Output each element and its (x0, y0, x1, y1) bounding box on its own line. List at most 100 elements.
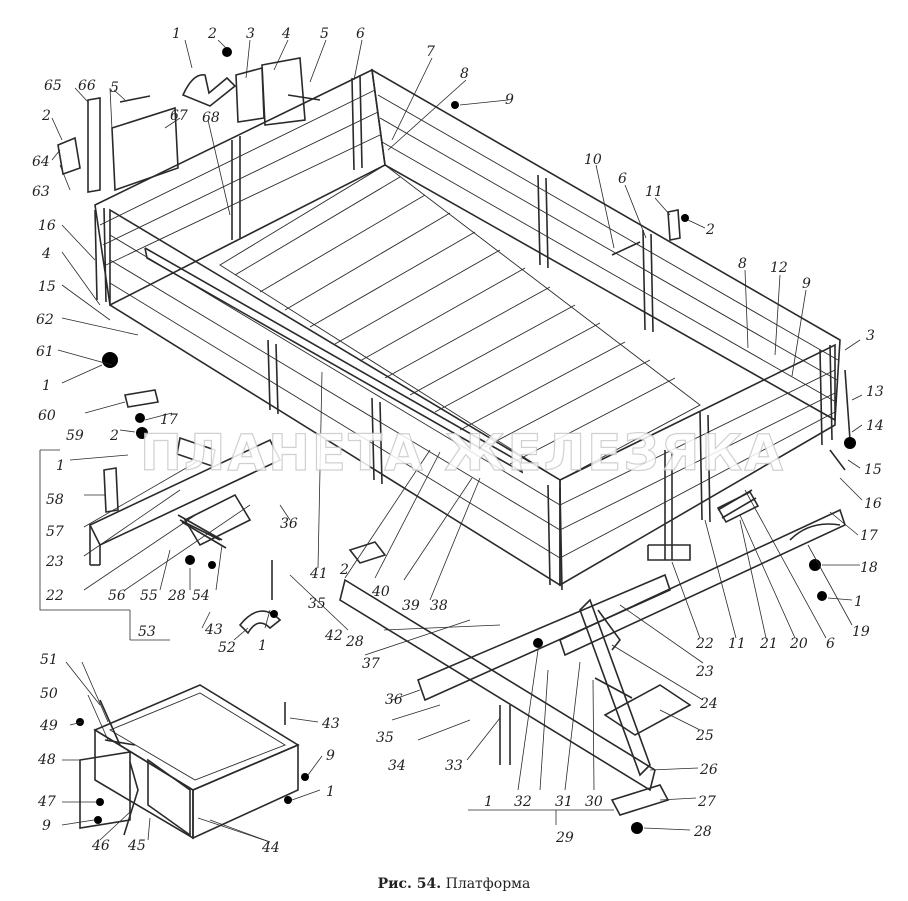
callout-54: 54 (192, 588, 210, 604)
floor-planks (234, 176, 676, 465)
right-side-board (370, 68, 841, 422)
nut-1 (102, 352, 118, 368)
callout-24: 24 (699, 696, 718, 712)
callout-9b: 9 (802, 276, 811, 292)
callout-1e: 1 (42, 378, 51, 394)
nut-1-right (817, 591, 827, 601)
callout-20: 20 (789, 636, 808, 652)
callout-42: 42 (324, 628, 343, 644)
callout-30: 30 (585, 794, 603, 810)
callout-32: 32 (514, 794, 532, 810)
callout-11b: 11 (728, 636, 746, 652)
watermark: ПЛАНЕТА ЖЕЛЕЗЯКА (140, 424, 785, 482)
callout-22b: 22 (695, 636, 714, 652)
support-plate-25 (603, 684, 692, 736)
callout-8b: 8 (738, 256, 747, 272)
cargo-body (94, 68, 841, 591)
callout-39: 39 (402, 598, 420, 614)
callout-1c: 1 (484, 794, 493, 810)
plate-40 (348, 541, 387, 564)
callout-25: 25 (695, 728, 714, 744)
callout-6b: 6 (618, 171, 627, 187)
pin-13 (844, 369, 851, 441)
callout-28c: 28 (693, 824, 712, 840)
beam-36-left (88, 438, 282, 547)
handle-19 (789, 523, 841, 541)
callout-10: 10 (584, 152, 602, 168)
callout-60: 60 (38, 408, 56, 424)
callout-35b: 35 (376, 730, 394, 746)
callout-2c: 2 (109, 428, 119, 444)
floor (219, 164, 701, 481)
nut-2-right (681, 214, 689, 222)
callout-3b: 3 (866, 328, 875, 344)
callout-45: 45 (127, 838, 146, 854)
callout-66: 66 (78, 78, 96, 94)
tailgate-board (559, 343, 836, 587)
callout-16b: 16 (38, 218, 56, 234)
callout-6: 6 (356, 26, 365, 42)
callout-53: 53 (138, 624, 156, 640)
callout-4b: 4 (41, 246, 51, 262)
hinge-straps (94, 74, 833, 591)
callout-34: 34 (388, 758, 406, 774)
lock-hook-1 (181, 74, 237, 107)
callout-18: 18 (860, 560, 878, 576)
callout-2b: 2 (705, 222, 715, 238)
callout-4: 4 (281, 26, 291, 42)
callout-33: 33 (445, 758, 463, 774)
callout-9c: 9 (42, 818, 51, 834)
callout-38: 38 (430, 598, 448, 614)
callout-46: 46 (91, 838, 110, 854)
box-right (192, 743, 299, 840)
callout-22: 22 (45, 588, 64, 604)
callout-63: 63 (32, 184, 50, 200)
callout-13: 13 (866, 384, 884, 400)
callout-15b: 15 (38, 279, 56, 295)
clamp-52 (238, 610, 282, 635)
bracket-65 (87, 97, 101, 193)
support-plate-27 (610, 784, 670, 816)
callout-59: 59 (66, 428, 84, 444)
callout-2d: 2 (339, 562, 349, 578)
crossbeam-36 (416, 573, 671, 702)
nut-55 (185, 555, 195, 565)
callout-44: 44 (261, 840, 280, 856)
callout-2e: 2 (41, 108, 51, 124)
callout-14: 14 (866, 418, 884, 434)
washer-47 (96, 798, 104, 806)
callout-17b: 17 (160, 412, 178, 428)
callout-51: 51 (40, 652, 58, 668)
washer-2 (136, 427, 148, 439)
plate-60 (124, 389, 159, 408)
callout-49: 49 (39, 718, 58, 734)
callout-5: 5 (320, 26, 329, 42)
callout-43b: 43 (321, 716, 340, 732)
callout-9d: 9 (326, 748, 335, 764)
callout-1f: 1 (258, 638, 267, 654)
callout-3: 3 (246, 26, 255, 42)
callout-61: 61 (36, 344, 54, 360)
box-top (93, 684, 300, 791)
side-top-rail (144, 247, 524, 474)
nut-9-box (94, 816, 102, 824)
nut-2 (222, 47, 232, 57)
bolt-head-14 (844, 437, 856, 449)
box-inner (108, 692, 287, 781)
callout-65: 65 (44, 78, 62, 94)
nut-28-bottom (631, 822, 643, 834)
hardware-parts (57, 47, 856, 834)
box-front (94, 728, 194, 840)
washer-18 (809, 559, 821, 571)
callout-16: 16 (864, 496, 882, 512)
box-lid-48 (79, 751, 131, 829)
callout-2: 2 (207, 26, 217, 42)
callout-26: 26 (699, 762, 718, 778)
callout-12: 12 (770, 260, 788, 276)
leader-lines (39, 39, 863, 843)
block-22 (183, 493, 252, 547)
callout-36: 36 (280, 516, 298, 532)
callout-1: 1 (172, 26, 181, 42)
callout-57: 57 (46, 524, 64, 540)
callout-7: 7 (426, 44, 435, 60)
